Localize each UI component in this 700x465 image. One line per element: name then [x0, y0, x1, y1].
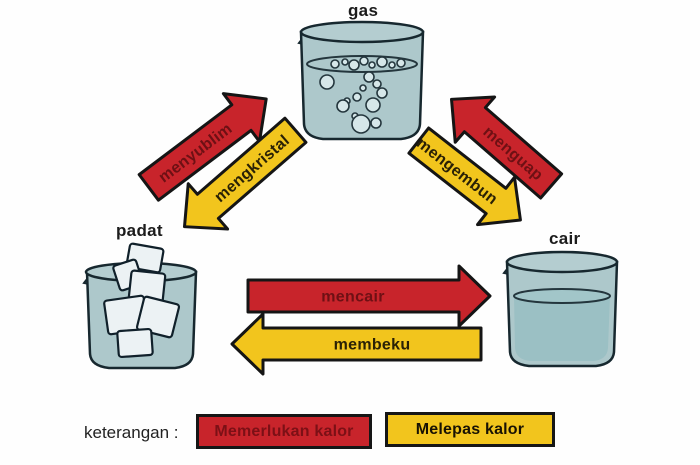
liquid-surface-line: [513, 288, 611, 304]
gas-bubbles: [319, 56, 406, 134]
beaker-rim: [299, 20, 425, 44]
gas-surface-line: [306, 55, 418, 73]
arrow-menguap: menguap: [450, 95, 564, 200]
arrow-shape: [246, 264, 492, 328]
arrow-shape: [183, 116, 308, 231]
beaker-cair: [502, 250, 619, 368]
label-padat: padat: [116, 221, 163, 240]
arrow-shape: [407, 126, 522, 227]
label-gas: gas: [348, 1, 379, 20]
label-cair: cair: [549, 229, 581, 248]
arrow-mencair: mencair: [246, 264, 492, 328]
arrow-membeku-label: membeku: [334, 337, 411, 354]
arrow-shape: [230, 312, 483, 376]
beaker-rim: [505, 250, 619, 274]
liquid-fill: [514, 296, 610, 361]
legend-heat-required-label: Memerlukan kalor: [214, 422, 354, 440]
beaker-gas: [297, 20, 425, 141]
legend-heat-released-label: Melepas kalor: [415, 420, 525, 438]
arrow-mencair-label: mencair: [321, 289, 384, 306]
arrow-membeku: membeku: [230, 312, 483, 376]
legend-title: keterangan :: [84, 423, 179, 442]
legend-heat-released: Melepas kalor: [385, 412, 555, 447]
arrow-shape: [450, 95, 564, 200]
ice-cubes: [103, 242, 181, 359]
legend-heat-required: Memerlukan kalor: [196, 414, 372, 449]
beaker-padat: [82, 242, 198, 370]
arrow-shape: [137, 92, 268, 202]
